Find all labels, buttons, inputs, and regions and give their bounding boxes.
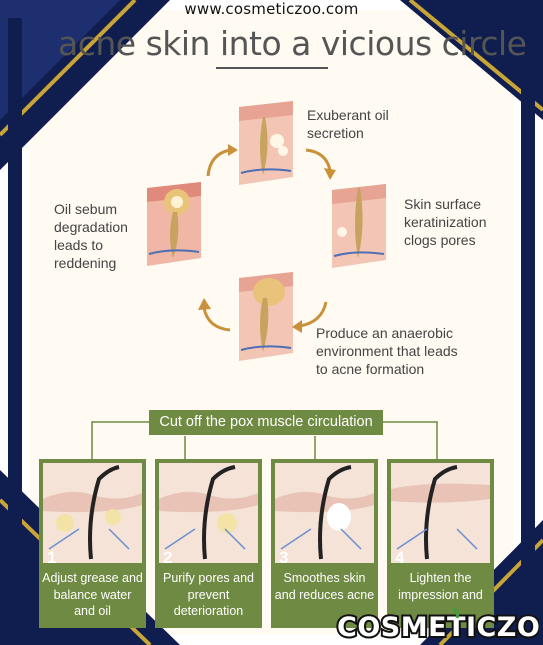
cycle-label-right: Skin surface keratinization clogs pores <box>404 196 487 248</box>
cosmeticzoo-logo: COSMETICZOO <box>335 606 539 644</box>
cycle-label-top: Exuberant oil secretion <box>307 107 389 141</box>
step-card-2: 2 Purify pores and prevent deterioration <box>155 459 262 628</box>
headline: acne skin into a vicious circle <box>58 24 527 63</box>
step-number: 4 <box>395 548 405 567</box>
arrow-bottom-right <box>292 301 328 333</box>
step-number: 3 <box>279 548 289 567</box>
skin-block-reddening <box>147 182 201 266</box>
cycle-label-bottom: Produce an anaerobic environment that le… <box>316 325 458 377</box>
arrow-top-right <box>305 148 336 180</box>
step-card-4: 4 Lighten the impression and <box>387 459 494 628</box>
step-card-3: 3 Smoothes skin and reduces acne <box>271 459 378 628</box>
skin-block-oil <box>239 101 293 185</box>
skin-illustration <box>159 463 258 563</box>
step-description: Purify pores and prevent deterioration <box>162 571 255 618</box>
cut-off-banner: Cut off the pox muscle circulation <box>149 410 383 435</box>
step-number: 2 <box>163 548 173 567</box>
cycle-label-left: Oil sebum degradation leads to reddening <box>54 201 128 271</box>
arrow-top-left <box>206 144 238 177</box>
skin-block-keratin <box>332 184 386 268</box>
step-description: Lighten the impression and <box>398 571 483 602</box>
watermark-url: www.cosmeticzoo.com <box>184 0 359 18</box>
skin-illustration <box>275 463 374 563</box>
headline-underline <box>216 67 328 69</box>
step-number: 1 <box>47 548 57 567</box>
banner-bracket <box>91 421 438 460</box>
step-description: Adjust grease and balance water and oil <box>42 571 143 618</box>
skin-illustration <box>43 463 142 563</box>
arrow-bottom-left <box>198 298 231 332</box>
logo-text: COSMETICZOO <box>337 612 539 643</box>
step-card-1: 1 Adjust grease and balance water and oi… <box>39 459 146 628</box>
skin-illustration <box>391 463 490 563</box>
skin-block-anaerobic <box>239 272 293 361</box>
step-description: Smoothes skin and reduces acne <box>274 571 375 602</box>
